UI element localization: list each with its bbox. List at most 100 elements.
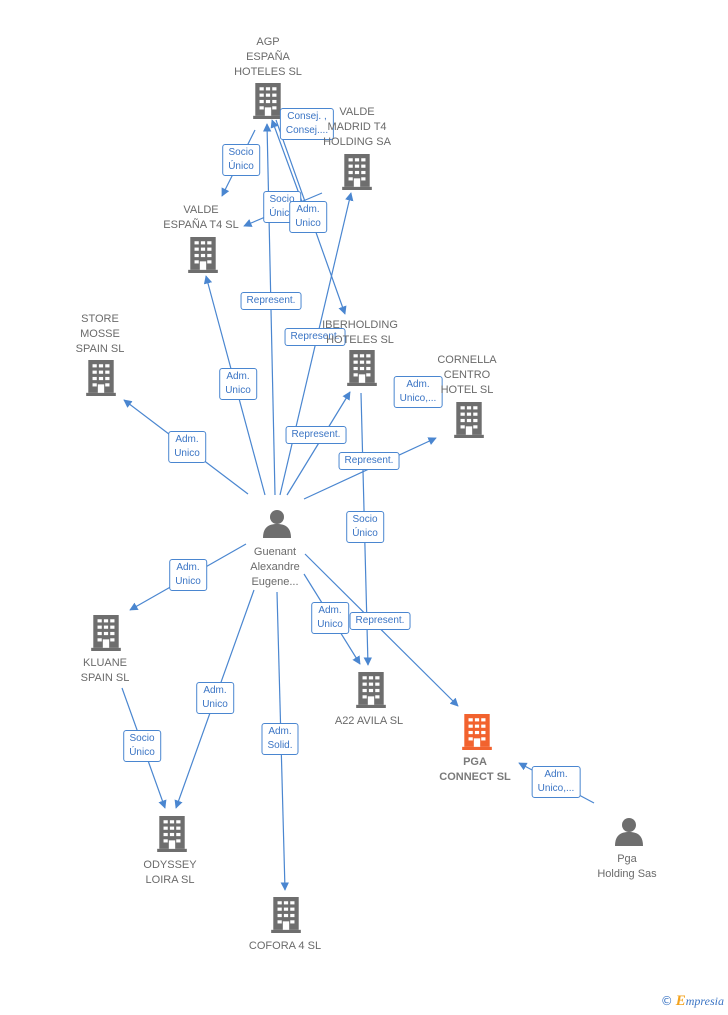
- node-label-line: COFORA 4 SL: [248, 940, 322, 952]
- building-icon[interactable]: [253, 83, 283, 119]
- edge-label-g-agp[interactable]: Represent.: [240, 292, 302, 310]
- node-label-valde_madrid[interactable]: VALDE MADRID T4 HOLDING SA: [323, 105, 391, 150]
- edge-label-line: Adm.: [226, 371, 250, 382]
- node-label-line: Eugene...: [251, 576, 299, 588]
- edge-label-g-store[interactable]: Adm.Unico: [168, 431, 206, 463]
- edge-label-g-a22-adm[interactable]: Adm. Unico: [311, 602, 349, 634]
- node-label-line: CONNECT SL: [439, 771, 511, 783]
- node-label-cornella[interactable]: CORNELLA CENTRO HOTEL SL: [437, 353, 496, 398]
- node-label-line: HOLDING SA: [323, 136, 391, 148]
- node-label-line: VALDE: [183, 204, 219, 216]
- edge-label-line: Adm.: [544, 769, 568, 780]
- edge-label-line: Unico: [317, 619, 343, 630]
- node-label-line: IBERHOLDING: [322, 319, 398, 331]
- building-icon[interactable]: [356, 672, 386, 708]
- node-label-line: HOTEL SL: [440, 384, 494, 396]
- node-label-line: VALDE: [339, 106, 375, 118]
- node-label-iberholding[interactable]: IBERHOLDING HOTELES SL: [322, 318, 398, 348]
- node-label-line: ESPAÑA: [246, 51, 290, 63]
- node-label-a22[interactable]: A22 AVILA SL: [335, 714, 403, 729]
- building-icon[interactable]: [188, 237, 218, 273]
- brand-name: mpresia: [685, 994, 724, 1008]
- edge-label-line: Socio: [269, 194, 295, 205]
- building-icon[interactable]: [454, 402, 484, 438]
- edge-label-line: Represent.: [291, 429, 341, 440]
- edge-label-g-cofora[interactable]: Adm. Solid.: [261, 723, 299, 755]
- node-label-line: CORNELLA: [437, 354, 497, 366]
- edge-label-line: Consej....: [285, 125, 329, 136]
- edge-label-line: Consej. ,: [287, 111, 327, 122]
- node-label-line: SPAIN SL: [80, 672, 130, 684]
- building-icon[interactable]: [157, 816, 187, 852]
- edge-label-line: Unico: [174, 448, 200, 459]
- edge-g-pga: [304, 553, 459, 707]
- node-label-kluane[interactable]: KLUANE SPAIN SL: [81, 656, 130, 686]
- node-label-line: Pga: [617, 853, 637, 865]
- brand-initial: E: [675, 993, 686, 1009]
- node-label-valde_espana[interactable]: VALDE ESPAÑA T4 SL: [163, 203, 238, 233]
- edge-label-line: Unico: [295, 218, 321, 229]
- edge-label-line: Adm.: [406, 379, 430, 390]
- edge-label-line: Unico: [225, 385, 251, 396]
- node-label-line: Guenant: [253, 546, 297, 558]
- edge-label-line: Unico,...: [399, 393, 437, 404]
- edge-label-line: Adm.: [318, 605, 342, 616]
- node-label-line: STORE: [81, 313, 119, 325]
- edge-label-g-odyssey[interactable]: Adm. Unico: [196, 682, 234, 714]
- node-label-line: A22 AVILA SL: [334, 715, 404, 727]
- edge-label-line: Unico: [202, 699, 228, 710]
- edge-label-g-madrid[interactable]: Represent.: [284, 328, 346, 346]
- node-label-line: ESPAÑA T4 SL: [163, 219, 239, 231]
- node-label-line: Alexandre: [250, 561, 300, 573]
- edge-label-line: Adm.: [296, 204, 320, 215]
- edge-label-agp-consej[interactable]: Consej. , Consej....: [279, 108, 335, 140]
- edge-label-line: Unico: [175, 576, 201, 587]
- building-icon[interactable]: [347, 350, 377, 386]
- edge-label-g-cornella[interactable]: Represent.: [338, 452, 400, 470]
- edge-label-line: Adm.: [176, 562, 200, 573]
- building-icon[interactable]: [462, 714, 492, 750]
- building-icon[interactable]: [86, 360, 116, 396]
- edge-label-line: Represent.: [246, 295, 296, 306]
- node-label-agp[interactable]: AGP ESPAÑA HOTELES SL: [234, 35, 302, 80]
- edge-label-line: Represent.: [355, 615, 405, 626]
- edge-label-line: Adm.: [268, 726, 292, 737]
- node-label-line: CENTRO: [443, 369, 491, 381]
- edge-label-line: Solid.: [267, 740, 293, 751]
- edge-label-madrid-adm[interactable]: Adm. Unico: [289, 201, 327, 233]
- edge-label-line: Represent.: [344, 455, 394, 466]
- edge-label-cornella-adm[interactable]: Adm. Unico,...: [393, 376, 443, 408]
- copyright-icon: ©: [660, 994, 673, 1008]
- building-icon[interactable]: [271, 897, 301, 933]
- node-label-line: HOTELES SL: [326, 334, 394, 346]
- building-icon[interactable]: [91, 615, 121, 651]
- edge-label-g-iber[interactable]: Represent.: [285, 426, 347, 444]
- edge-label-g-valde-espana[interactable]: Adm. Unico: [219, 368, 257, 400]
- node-label-line: KLUANE: [82, 657, 128, 669]
- edge-label-line: Adm.: [203, 685, 227, 696]
- edge-label-g-kluane[interactable]: Adm. Unico: [169, 559, 207, 591]
- node-label-pga_connect[interactable]: PGA CONNECT SL: [439, 755, 511, 785]
- edge-label-line: Unico,...: [537, 783, 575, 794]
- node-label-line: HOTELES SL: [234, 66, 302, 78]
- node-label-line: PGA: [463, 756, 487, 768]
- building-icon[interactable]: [342, 154, 372, 190]
- node-label-line: Holding Sas: [597, 868, 657, 880]
- person-icon[interactable]: [263, 510, 291, 538]
- edge-label-pgaholding-pga[interactable]: Adm. Unico,...: [531, 766, 581, 798]
- node-label-line: ODYSSEY: [143, 859, 197, 871]
- edge-label-g-pga[interactable]: Represent.: [349, 612, 411, 630]
- edge-label-line: Único: [352, 528, 378, 539]
- edge-label-line: Socio: [129, 733, 155, 744]
- node-label-line: AGP: [256, 36, 280, 48]
- node-label-line: MADRID T4: [327, 121, 387, 133]
- node-label-cofora[interactable]: COFORA 4 SL: [249, 939, 321, 954]
- person-icon[interactable]: [615, 818, 643, 846]
